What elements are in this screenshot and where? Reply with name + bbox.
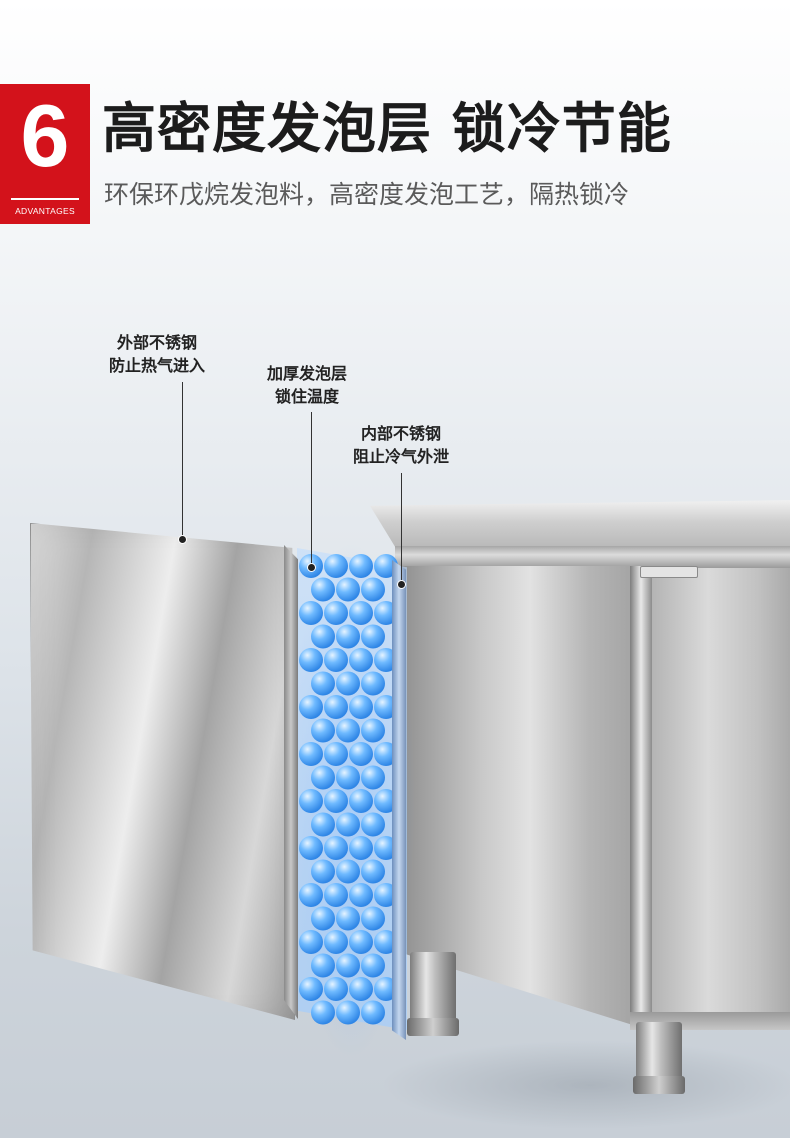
foam-bubble [349,883,373,907]
foam-bubble [311,859,335,884]
foam-bubble [361,718,385,743]
cabinet-top [370,500,790,548]
foam-bubble [299,695,323,719]
foam-bubble [336,812,360,837]
advantage-number: 6 [20,86,70,185]
foam-bubble [324,977,348,1001]
callout-inner-line1: 内部不锈钢 [360,424,441,443]
foam-bubble [349,977,373,1001]
foam-bubble [311,624,335,649]
foam-bubble [311,765,335,790]
cabinet-leg-left [410,952,456,1022]
foam-bubble [311,812,335,837]
foam-bubble [336,718,360,743]
foam-bubbles-graphic [299,554,398,1025]
foam-bubble [361,859,385,884]
page-title: 高密度发泡层 锁冷节能 [102,97,672,160]
floor-shadow [380,1040,790,1130]
foam-bubble [349,648,373,672]
callout-outer-steel: 外部不锈钢 防止热气进入 [92,331,222,377]
foam-bubble [336,859,360,884]
foam-bubble [361,953,385,978]
callout-outer-line2: 防止热气进入 [108,356,205,375]
foam-bubble [324,648,348,672]
foam-bubble [336,765,360,790]
foam-bubble [361,1000,385,1025]
foam-bubble [336,1000,360,1025]
foam-bubble [361,577,385,602]
foam-bubble [336,906,360,931]
foam-bubble [311,671,335,696]
cabinet-leg-right [636,1022,682,1082]
foam-bubble [324,742,348,766]
foam-bubble [361,765,385,790]
foam-bubble [349,554,373,578]
foam-bubble [324,601,348,625]
foam-bubble [324,883,348,907]
foam-bubble [336,577,360,602]
callout-inner-steel: 内部不锈钢 阻止冷气外泄 [336,422,466,468]
foam-bubble [311,953,335,978]
foam-bubble [324,789,348,813]
foam-bubble [324,930,348,954]
foam-bubble [311,718,335,743]
cabinet-door [652,568,790,1018]
callout-foam-line1: 加厚发泡层 [266,364,347,383]
foam-bubble [349,742,373,766]
foam-bubble [299,601,323,625]
foam-bubble [299,789,323,813]
callout-foam-layer: 加厚发泡层 锁住温度 [252,362,362,408]
cabinet-foot-left [407,1018,459,1036]
outer-stainless-panel [30,523,295,1020]
callout-foam-line2: 锁住温度 [274,387,339,406]
foam-bubble [361,671,385,696]
inner-stainless-panel [392,560,406,1040]
foam-bubble [324,554,348,578]
door-hinge-icon [640,566,698,578]
foam-bubble [336,624,360,649]
foam-bubble [299,648,323,672]
foam-bubble [311,1000,335,1025]
foam-bubble [349,695,373,719]
outer-panel-edge [284,545,298,1019]
foam-bubble [361,906,385,931]
foam-bubble [361,624,385,649]
cabinet-foot-right [633,1076,685,1094]
foam-bubble [349,930,373,954]
callout-outer-leader [182,382,183,540]
callout-foam-leader [311,412,312,566]
foam-bubble [299,930,323,954]
cabinet-side-panel [400,566,636,1026]
callout-outer-dot [178,535,187,544]
foam-bubble [336,671,360,696]
foam-bubble [299,742,323,766]
foam-bubble [349,789,373,813]
foam-bubble [299,836,323,860]
callout-inner-dot [397,580,406,589]
callout-outer-line1: 外部不锈钢 [116,333,197,352]
advantage-badge: 6 ADVANTAGES [0,84,90,224]
page-subtitle: 环保环戊烷发泡料，高密度发泡工艺，隔热锁冷 [104,180,630,209]
foam-bubble [336,953,360,978]
callout-inner-leader [401,473,402,585]
foam-bubble [361,812,385,837]
callout-inner-line2: 阻止冷气外泄 [352,447,449,466]
foam-bubble [349,601,373,625]
foam-bubble [349,836,373,860]
foam-bubble [324,836,348,860]
cabinet-top-edge [395,546,790,568]
foam-bubble [311,906,335,931]
callout-foam-dot [307,563,316,572]
foam-bubble [324,695,348,719]
badge-divider [11,198,79,200]
foam-bubble [299,977,323,1001]
foam-bubble [311,577,335,602]
advantage-label: ADVANTAGES [15,206,75,216]
foam-bubble [299,883,323,907]
cabinet-corner-post [630,566,652,1030]
